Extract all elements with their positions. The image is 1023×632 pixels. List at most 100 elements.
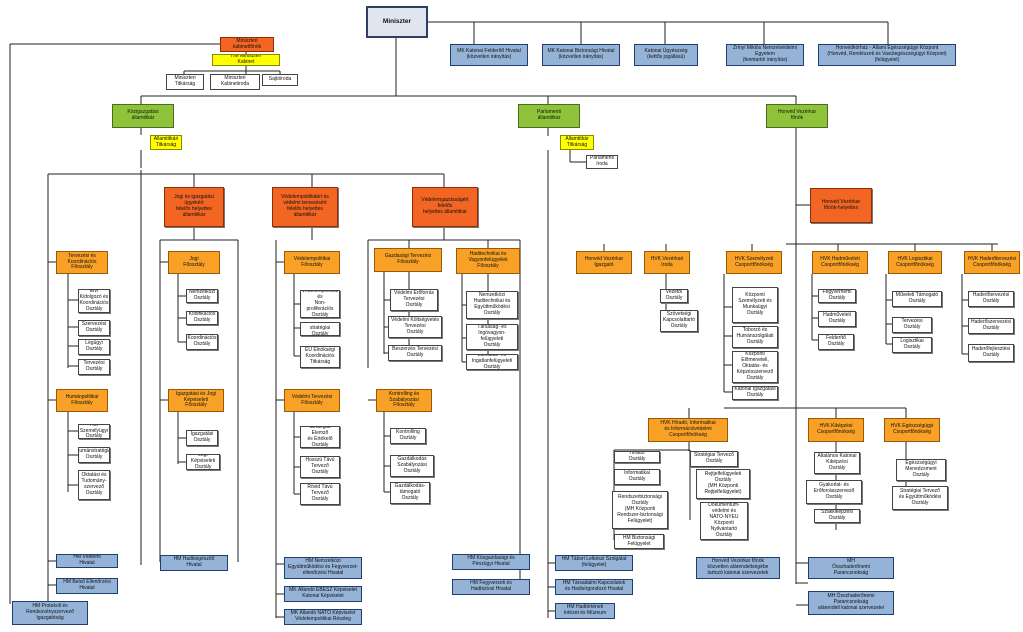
node-altalanos-katonai: Általános Katonai Kiképzési Osztály <box>814 452 860 474</box>
node-mh-osszhaderonemi: MH Összhaderőnemi Parancsnokság <box>808 557 894 579</box>
node-parlamenti-iroda: Parlamenti Iroda <box>586 155 618 169</box>
node-min-titkarsag: Miniszteri Titkárság <box>166 74 204 90</box>
node-hvk-hadmuveleti: HVK Hadműveleti Csoportfőnökség <box>812 251 868 274</box>
node-muveleti-strat: Műveleti-stratégiai Osztály <box>300 322 340 336</box>
node-hm-protokoll: HM Protokoll és Rendezvényszervező Igazg… <box>12 601 88 625</box>
node-vedelmi-eroforras: Védelmi Erőforrás Tervezési Osztály <box>390 289 438 311</box>
node-miniszter: Miniszter <box>366 6 428 38</box>
node-fegyvernemi: Fegyvernemi Osztály <box>818 289 856 303</box>
node-vedelempol-helyettes: Védelempolitikáért és védelmi tervezésér… <box>272 187 338 227</box>
node-rovid-tavu: Rövid Távú Tervező Osztály <box>300 483 340 505</box>
node-kozig-allamtitkar: Közigazgatási államtitkár <box>112 104 174 128</box>
node-hvk-hirado: HVK Híradó, Informatikai és Információvé… <box>648 418 728 442</box>
node-hvk-szemelyzeti: HVK Személyzeti Csoportfőnökség <box>726 251 782 274</box>
node-hm-tarsadalmi: HM Társadalmi Kapcsolatok és Hadisírgond… <box>555 579 633 595</box>
node-vedelmi-terv-fo: Védelmi Tervezési Főosztály <box>284 389 340 412</box>
node-kodifikacios: Kodifikációs Osztály <box>186 311 218 325</box>
node-dokumentumvedelmi: Dokumentum- védelmi és NATO-NYEU Központ… <box>700 502 748 540</box>
node-gyakorlat-eroforras: Gyakorlat- és Erőforrásszervező Osztály <box>806 480 862 504</box>
node-legugyi: Légügyi Osztály <box>78 339 110 355</box>
node-kontrolling-fo: Kontrolling és Szabályozási Főosztály <box>376 389 432 412</box>
node-haditechnikai-fo: Haditechnikai és Vagyonfelügyeleti Főosz… <box>456 248 520 274</box>
node-rendszerbiztonsagi: Rendszerbiztonsági Osztály (MH Központi … <box>612 491 668 529</box>
node-hvk-iroda: HVK Vezérkari Iroda <box>644 251 690 274</box>
node-elvi-koord: Elvi Kidolgozó és Koordinációs Osztály <box>78 289 110 313</box>
node-hvk-kikepzesi: HVK Kiképzési Csoportfőnökség <box>808 418 864 442</box>
node-hm-kabinet: HM Miniszteri Kabinet <box>212 54 280 66</box>
node-koordinacios-jog: Koordinációs Osztály <box>186 334 218 350</box>
node-hvk-egeszsegugyi: HVK Egészségügyi Csoportfőnökség <box>884 418 940 442</box>
node-jogi-fo: Jogi Főosztály <box>168 251 220 274</box>
node-hm-belso-ellenorzesi: HM Belső Ellenőrzési Hivatal <box>56 578 118 594</box>
node-logisztikai-o: Logisztikai Osztály <box>892 337 932 353</box>
node-mk-ebesz: MK Állandó EBESZ Képviselet Katonai Képv… <box>284 586 362 602</box>
node-toborzo: Toborzó és Humánszolgálati Osztály <box>732 326 778 348</box>
node-allamtitkari-titkarsag: Államtitkári Titkárság <box>150 135 182 150</box>
node-eu-strategiai: Stratégiai Tervező és Együttműködési Osz… <box>892 486 948 510</box>
node-humanpol-fo: Humánpolitikai Főosztály <box>56 389 108 412</box>
node-haderoszervezesi-o: Haderőszervezési Osztály <box>968 318 1014 334</box>
node-eu-menedzsment: Egészségügyi Menedzsment Osztály <box>896 459 946 481</box>
node-tervezesi-log: Tervezési Osztály <box>892 317 932 333</box>
node-mk-nato: MK Állandó NATO Képviselet Védelempoliti… <box>284 609 362 625</box>
node-mk-kbh: MK Katonai Biztonsági Hivatal (közvetlen… <box>542 44 620 66</box>
node-hvk-fonok: Honvéd Vezérkar főnök <box>766 104 828 128</box>
node-hvk-haderotervezesi: HVK Haderőtervezési Csoportfőnökség <box>964 251 1020 274</box>
node-hosszu-tavu: Hosszú Távú Tervező Osztály <box>300 456 340 478</box>
node-beszerzes-terv: Beszerzés Tervezési Osztály <box>388 345 442 361</box>
node-tarsasag-ingovagyon: Társaság- és Ingóvagyon- felügyeleti Osz… <box>466 324 518 350</box>
node-szovetsegi-kapcs: Szövetségi Kapcsolattartó Osztály <box>660 310 698 332</box>
node-mh-osszhaderonemi-alarendelt: MH Összhaderőnemi Parancsnokság alárende… <box>808 591 894 615</box>
node-igazgatasi-fo: Igazgatási és Jogi Képviseleti Főosztály <box>168 389 224 412</box>
node-informatikai-o: Informatikai Osztály <box>614 469 660 485</box>
node-katonai-ugyeszseg: Katonai Ügyészség (kettős jogállású) <box>634 44 698 66</box>
node-parl-allamtitkar: Parlamenti államtitkár <box>518 104 580 128</box>
node-vezetoi-o: Vezetői Osztály <box>660 289 688 303</box>
node-tervezesi-kozig: Tervezési Osztály <box>78 359 110 375</box>
node-rejtjelfelugyeleti: Rejtjelfelügyeleti Osztály (MH Központi … <box>696 469 750 499</box>
node-vedelmi-koltsegvetes: Védelmi Költségvetés Tervezési Osztály <box>388 316 442 338</box>
node-igazgatasi-o: Igazgatási Osztály <box>186 430 218 446</box>
node-katonai-igazgatasi: Katonai Igazgatási Osztály <box>732 386 778 400</box>
node-vedelemgazd-helyettes: Védelemgazdaságért felelős helyettes áll… <box>412 187 478 227</box>
node-nemzetkozi-jog: Nemzetközi Osztály <box>186 289 218 303</box>
node-muveleti-tamogato: Műveleti Támogató Osztály <box>892 291 942 307</box>
node-hm-nemzetkozi-egy: HM Nemzetközi Együttműködési és Fegyverz… <box>284 557 362 579</box>
node-hvk-fonok-helyettes: Honvéd Vezérkar főnök-helyettes <box>810 188 872 223</box>
node-kabinetfonok: Miniszteri kabinetfőnök <box>220 37 274 52</box>
node-kontrolling-o: Kontrolling Osztály <box>390 428 426 444</box>
node-hm-hadkiegeszito: HM Hadkiegészítő Hivatal <box>160 555 228 571</box>
node-haderotervezesi-o: Haderőtervezési Osztály <box>968 291 1014 307</box>
node-hm-szemelyugyi: HM Személyügyi Osztály <box>78 424 110 439</box>
node-felderito-o: Felderítő Osztály <box>818 334 854 350</box>
node-hvk-kozvetlen: Honvéd Vezérkar főnök közvetlen alárende… <box>696 557 780 579</box>
node-hm-biztonsagi-felugyelet: HM Biztonsági Felügyelet <box>614 534 664 549</box>
node-nonproliferacios: Védelempolitikai és Non- proliferációs O… <box>300 290 340 318</box>
node-gazd-terv-fo: Gazdasági Tervezési Főosztály <box>374 248 442 272</box>
node-humanstrategiai: Humánstratégiai Osztály <box>78 447 110 463</box>
node-jogi-kepviseleti: Jogi Képviseleti Osztály <box>186 454 220 470</box>
node-haderofejlesztesi-o: Haderőfejlesztési Osztály <box>968 344 1014 362</box>
node-strategiai-elemzo: Stratégiai Elemző és Értékelő Osztály <box>300 426 340 448</box>
node-strategiai-tervezo: Stratégiai Tervező Osztály <box>690 451 738 467</box>
node-hm-hadtorteneti: HM Hadtörténeti Intézet és Múzeum <box>555 603 615 619</box>
node-terv-koord-fo: Tervezési és Koordinációs Főosztály <box>56 251 108 274</box>
node-hvk-igazgato: Honvéd Vezérkar Igazgató <box>576 251 632 274</box>
node-hm-tabori-lelkesz: HM Tábori Lelkészi Szolgálat (felügyelet… <box>555 555 633 571</box>
node-zmne: Zrínyi Miklós Nemzetvédelmi Egyetem (fen… <box>726 44 804 66</box>
node-hirado-o: Híradó Osztály <box>614 451 660 463</box>
node-gazd-szabalyozasi: Gazdálkodás Szabályozási Osztály <box>390 455 434 477</box>
node-kozp-szemelyzeti: Központi Személyzeti és Munkaügyi Osztál… <box>732 287 778 323</box>
node-jogi-helyettes: Jogi és igazgatási ügyekért felelős hely… <box>164 187 224 227</box>
node-hm-vedelmi-hivatal: HM Védelmi Hivatal <box>56 554 118 568</box>
node-hm-fegyverzeti: HM Fegyverzeti és Hadbiztosi Hivatal <box>452 579 530 595</box>
node-hvk-logisztikai: HVK Logisztikai Csoportfőnökség <box>888 251 942 274</box>
node-eu-elnoksegi: EU Elnökségi Koordinációs Titkárság <box>300 346 340 368</box>
node-honvedkorhaz: Honvédkórház - Állami Egészségügyi Közpo… <box>818 44 956 66</box>
node-allamtitkar-titkarsag: Államtitkár Titkárság <box>560 135 594 150</box>
node-mk-kfh: MK Katonai Felderítő Hivatal (közvetlen … <box>450 44 528 66</box>
node-hadmuveleti-o: Hadműveleti Osztály <box>818 311 856 327</box>
node-oktatasi: Oktatási és Tudomány- szervező Osztály <box>78 470 110 500</box>
